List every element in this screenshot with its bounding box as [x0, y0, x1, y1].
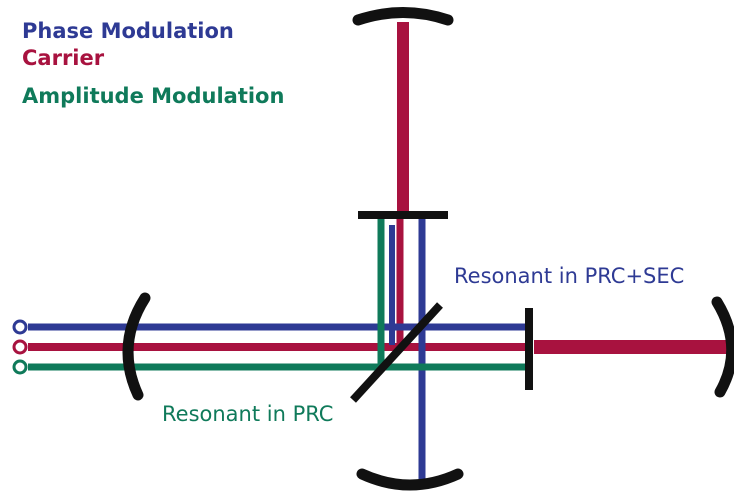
power-recycling-mirror: [122, 292, 151, 401]
beam-splitter: [350, 302, 443, 403]
carrier-input-port: [12, 339, 28, 355]
pm-input-port: [12, 319, 28, 335]
am-input-port: [12, 359, 28, 375]
legend-carrier: Carrier: [22, 46, 105, 70]
label-resonant-prc-sec: Resonant in PRC+SEC: [454, 264, 685, 288]
north-end-mirror: [352, 7, 454, 26]
optics: [122, 7, 734, 491]
amplitude-modulation-beams: [28, 218, 528, 371]
phase-modulation-beams: [28, 218, 528, 484]
label-resonant-prc: Resonant in PRC: [162, 402, 334, 426]
input-ports: [12, 319, 28, 375]
east-end-mirror: [711, 296, 734, 398]
legend-amplitude-modulation: Amplitude Modulation: [22, 84, 285, 108]
south-end-mirror: [356, 468, 464, 491]
legend-phase-modulation: Phase Modulation: [22, 19, 234, 43]
